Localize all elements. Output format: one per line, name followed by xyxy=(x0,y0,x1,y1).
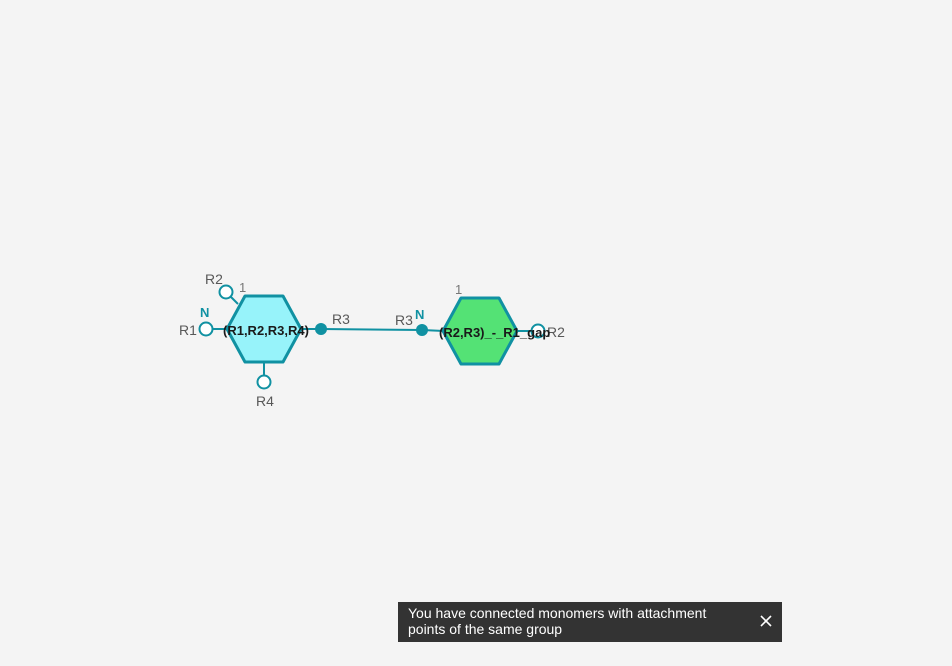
monomer-number: 1 xyxy=(455,282,462,297)
notification-toast: You have connected monomers with attachm… xyxy=(398,602,782,642)
r3-label: R3 xyxy=(395,312,413,328)
r2-stub xyxy=(230,296,239,305)
r1-attachment-point[interactable] xyxy=(198,321,214,337)
r4-label: R4 xyxy=(256,393,274,409)
monomer-bond[interactable] xyxy=(320,328,423,331)
r2-attachment-point[interactable] xyxy=(218,284,234,300)
r3-attachment-point-connected[interactable] xyxy=(416,324,428,336)
monomer-2-hexagon[interactable] xyxy=(441,296,519,366)
r3-attachment-point-connected[interactable] xyxy=(315,323,327,335)
monomer-2-label: (R2,R3)_-_R1_gap xyxy=(439,325,550,340)
monomer-1-label: (R1,R2,R3,R4) xyxy=(223,323,309,338)
n-terminal-label: N xyxy=(415,307,424,322)
monomer-1-hexagon[interactable] xyxy=(225,294,303,364)
r3-label: R3 xyxy=(332,311,350,327)
r4-attachment-point[interactable] xyxy=(256,374,272,390)
r2-label: R2 xyxy=(205,271,223,287)
r1-label: R1 xyxy=(179,322,197,338)
notification-message: You have connected monomers with attachm… xyxy=(408,605,707,637)
close-icon[interactable] xyxy=(758,613,774,629)
r2-attachment-point[interactable] xyxy=(530,323,546,339)
monomer-1[interactable]: R1 R2 R3 R4 N 1 (R1,R2,R3,R4) xyxy=(179,271,350,409)
n-terminal-label: N xyxy=(200,305,209,320)
r2-label: R2 xyxy=(547,324,565,340)
monomer-2[interactable]: R3 R2 N 1 (R2,R3)_-_R1_gap xyxy=(395,282,565,366)
monomer-number: 1 xyxy=(239,280,246,295)
